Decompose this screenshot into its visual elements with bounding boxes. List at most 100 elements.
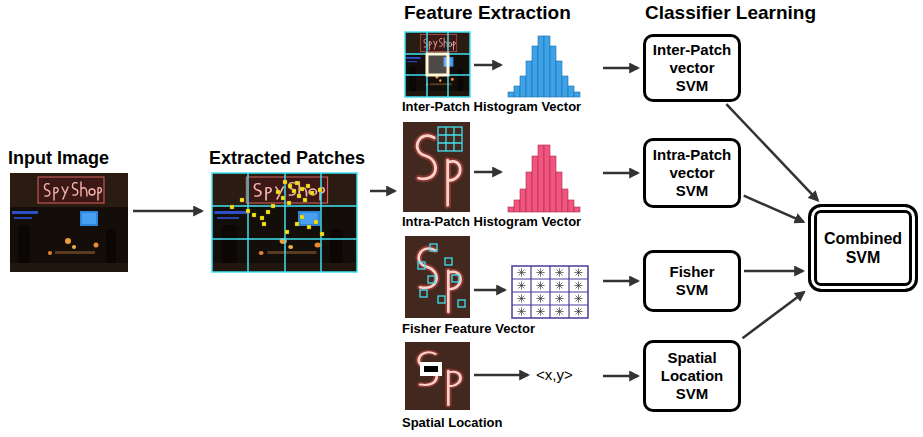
flow-arrow (474, 64, 501, 67)
keypoint-squares (281, 196, 285, 200)
panel-label: <x,y> (536, 366, 600, 384)
keypoint-squares (283, 180, 287, 184)
intra-histogram (526, 172, 532, 212)
box-label: Spatial Location SVM (652, 349, 732, 403)
inter-histogram (532, 46, 538, 97)
feature-panel: Fisher Feature Vector (400, 232, 600, 340)
fisher-grid (555, 268, 563, 276)
intra-patch-crop (403, 122, 470, 212)
intra-histogram (574, 207, 580, 212)
fisher-grid (512, 266, 588, 318)
fisher-crop (430, 244, 437, 251)
classifier-box: Fisher SVM (643, 250, 741, 312)
spatial-crop (424, 366, 438, 372)
keypoint-squares (230, 205, 234, 209)
inter-histogram (544, 36, 550, 97)
fisher-grid (555, 281, 563, 289)
keypoint-squares (295, 222, 299, 226)
fisher-grid (574, 294, 582, 302)
keypoint-squares (300, 187, 304, 191)
flow-arrow (474, 374, 528, 377)
flow-arrow (370, 190, 395, 193)
input-photo (10, 173, 128, 272)
keypoint-squares (310, 191, 314, 195)
keypoint-squares (297, 194, 301, 198)
extracted-patches-photo (212, 173, 357, 272)
intra-histogram (514, 200, 520, 212)
intra-histogram (520, 189, 526, 212)
flow-arrow (474, 289, 505, 292)
classifier-box: Intra-Patch vector SVM (643, 138, 741, 208)
inter-patch-crop (405, 32, 470, 97)
fisher-grid (517, 294, 525, 302)
inter-histogram (514, 86, 520, 97)
label-holder: Feature Extraction (404, 2, 571, 25)
patch-grid (212, 173, 357, 272)
intra-histogram (544, 145, 550, 212)
inter-histogram (556, 61, 562, 97)
fisher-crop (438, 296, 445, 303)
keypoint-squares (287, 201, 291, 205)
keypoint-squares (303, 198, 307, 202)
inter-patch-crop (405, 32, 470, 97)
column-heading: Classifier Learning (645, 2, 816, 25)
keypoint-squares (295, 181, 299, 185)
intra-histogram (562, 189, 568, 212)
keypoint-squares (262, 222, 266, 226)
keypoint-squares (320, 232, 324, 236)
inter-histogram (562, 76, 568, 97)
keypoint-squares (318, 188, 322, 192)
image-panel: Input Image (6, 148, 130, 274)
panel-label: Fisher Feature Vector (402, 321, 600, 337)
flow-arrow (603, 280, 638, 283)
intra-histogram (556, 172, 562, 212)
fisher-grid (517, 268, 525, 276)
inter-histogram (520, 76, 526, 97)
column-heading: Feature Extraction (404, 2, 571, 25)
box-label: Combined SVM (821, 229, 905, 267)
intra-histogram (568, 200, 574, 212)
intra-histogram (532, 156, 538, 212)
keypoint-squares (271, 204, 275, 208)
feature-panel: Intra-Patch Histogram Vector (400, 120, 600, 234)
feature-panel: Inter-Patch Histogram Vector (400, 30, 600, 118)
classifier-box: Inter-Patch vector SVM (643, 34, 741, 102)
fisher-grid (574, 307, 582, 315)
fisher-crop (458, 300, 465, 307)
fisher-grid (512, 266, 588, 318)
fisher-crop (428, 276, 435, 283)
keypoint-squares (300, 215, 304, 219)
keypoint-squares (288, 184, 292, 188)
inter-histogram (526, 61, 532, 97)
fisher-grid (574, 281, 582, 289)
fisher-crop (405, 236, 470, 318)
box-label: Fisher SVM (652, 263, 732, 299)
combined-classifier-box: Combined SVM (808, 204, 918, 292)
inter-histogram (538, 36, 544, 97)
inter-patch-crop (405, 32, 470, 97)
inter-patch-crop (427, 54, 448, 75)
fisher-crop (418, 244, 465, 307)
fisher-crop (452, 275, 459, 282)
image-panel: Extracted Patches (207, 148, 367, 274)
inter-histogram (508, 36, 580, 97)
fisher-crop (420, 290, 427, 297)
panel-label: Intra-Patch Histogram Vector (402, 214, 600, 230)
keypoint-squares (276, 190, 280, 194)
label-holder: Classifier Learning (645, 2, 816, 25)
box-label: Inter-Patch vector SVM (652, 41, 732, 95)
fisher-crop (418, 262, 425, 269)
fisher-grid (517, 307, 525, 315)
fisher-grid (536, 281, 544, 289)
intra-histogram (508, 145, 580, 212)
classifier-box: Spatial Location SVM (643, 340, 741, 412)
inter-patch-crop (405, 32, 470, 97)
keypoint-squares (285, 230, 289, 234)
flow-arrow (603, 375, 638, 378)
intra-patch-crop (438, 127, 462, 151)
panel-label: Extracted Patches (209, 148, 367, 170)
input-photo (10, 173, 128, 272)
inter-patch-crop (405, 32, 470, 97)
inter-histogram (550, 46, 556, 97)
